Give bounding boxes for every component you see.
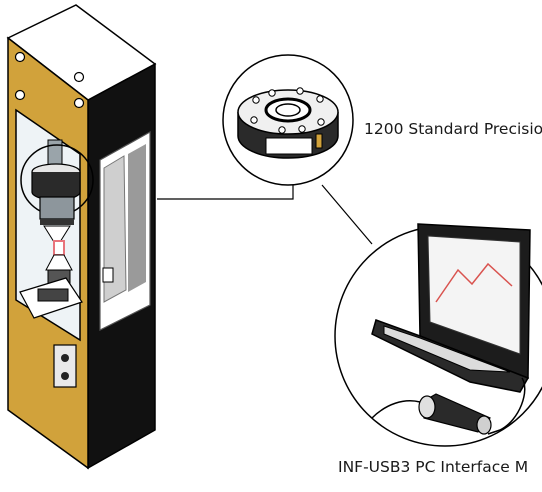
specimen-gauge [53, 240, 65, 256]
interface-callout [334, 223, 542, 447]
usb-interface-module [418, 393, 492, 435]
bolt-icon [14, 51, 26, 63]
control-knob-icon [61, 372, 69, 380]
usb-cable [487, 377, 526, 435]
control-knob-icon [61, 354, 69, 362]
test-frame-cabinet [6, 4, 157, 470]
side-glass-shadow [128, 144, 146, 292]
laptop-keyboard [383, 325, 511, 373]
base-fixture [37, 288, 69, 302]
mount-hole-icon [250, 116, 258, 124]
module-connector [476, 415, 492, 435]
interface-label: INF-USB3 PC Interface M [338, 458, 529, 476]
callout-cell-bore [275, 103, 301, 117]
laptop [371, 223, 531, 393]
mount-hole-icon [278, 126, 286, 134]
load-cell-body [31, 172, 81, 201]
load-cell-callout [222, 54, 354, 186]
mount-hole-icon [298, 125, 306, 133]
load-cell-cable [371, 400, 421, 419]
mount-hole-icon [296, 87, 304, 95]
callout-cell-label-plate [265, 137, 313, 155]
side-bracket [102, 267, 114, 283]
module-end-cap [418, 395, 436, 419]
specimen-lower [45, 254, 73, 271]
upper-grip [39, 196, 75, 220]
connector-line-interface [321, 184, 373, 245]
bolt-icon [14, 89, 26, 101]
mount-hole-icon [252, 96, 260, 104]
screen-chart-line [435, 262, 513, 303]
bolt-icon [73, 71, 85, 83]
load-cell-label: 1200 Standard Precisio [364, 120, 542, 138]
mount-hole-icon [316, 95, 324, 103]
bolt-icon [73, 97, 85, 109]
mount-hole-icon [268, 89, 276, 97]
connector-line-load-cell [157, 185, 294, 200]
control-box [53, 344, 77, 388]
side-glass-reflection [103, 155, 127, 303]
mount-hole-icon [317, 118, 325, 126]
laptop-screen [427, 235, 521, 355]
upper-grip-jaw [40, 219, 74, 225]
callout-cell-connector [315, 133, 323, 149]
